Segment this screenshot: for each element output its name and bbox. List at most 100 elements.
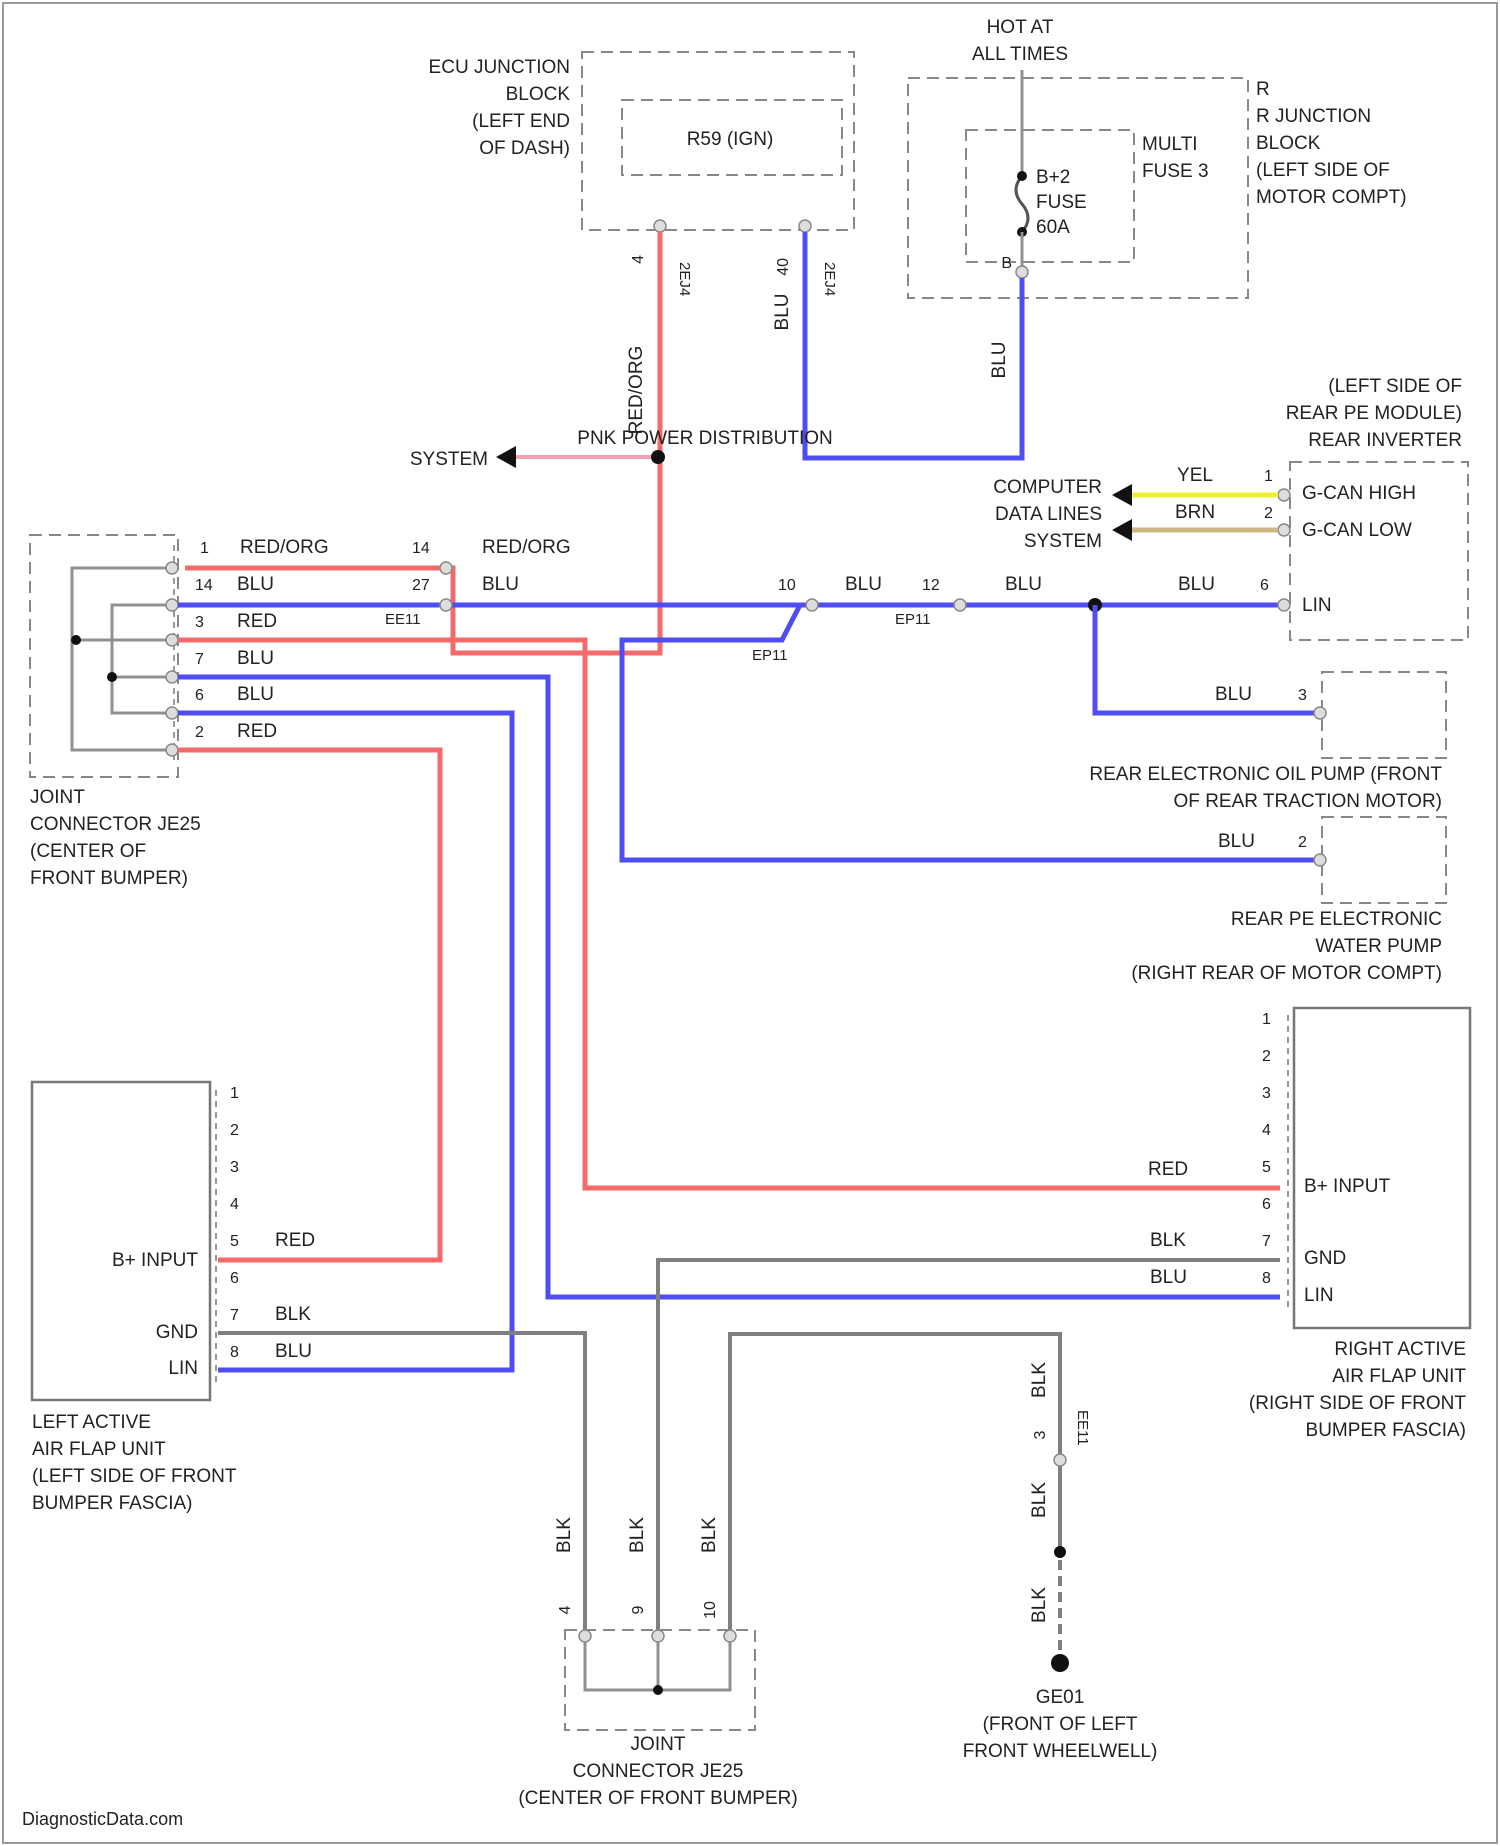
conn-pin-27: 27	[412, 577, 430, 594]
hot-label-1: HOT AT	[987, 17, 1054, 38]
wire-label-blk-jb2: BLK	[627, 1517, 648, 1553]
ecu-jb-label-3: (LEFT END	[472, 111, 570, 132]
wire-red-left-flap	[178, 750, 440, 1260]
rear-inverter-label-2: REAR PE MODULE)	[1286, 403, 1462, 424]
code-ee11b: EE11	[1074, 1410, 1091, 1446]
wire-label-blu-1: BLU	[237, 574, 274, 595]
computer-arrow-2	[1112, 519, 1132, 541]
rear-pe-water-pump: REAR PE ELECTRONIC WATER PUMP (RIGHT REA…	[1131, 817, 1446, 984]
r-jb-label-3: BLOCK	[1256, 133, 1321, 154]
wire-label-blu-oil: BLU	[1215, 684, 1252, 705]
wire-label-blu-3: BLU	[845, 574, 882, 595]
wire-label-brn: BRN	[1175, 502, 1215, 523]
computer-data-label-2: DATA LINES	[995, 504, 1102, 525]
wire-label-red-right: RED	[1148, 1159, 1188, 1180]
wire-label-blu-5: BLU	[1178, 574, 1215, 595]
oil-pump-label-1: REAR ELECTRONIC OIL PUMP (FRONT	[1089, 764, 1442, 785]
wire-label-yel: YEL	[1177, 465, 1213, 486]
pnk-distribution-label: PNK POWER DISTRIBUTION	[577, 428, 832, 449]
ground-pin-3: 3	[1032, 1430, 1049, 1439]
ecu-junction-block: ECU JUNCTION BLOCK (LEFT END OF DASH) R5…	[429, 52, 854, 296]
rf-pin-5: 5	[1262, 1159, 1271, 1176]
rear-inverter: (LEFT SIDE OF REAR PE MODULE) REAR INVER…	[1278, 376, 1468, 640]
multi-fuse-label-1: MULTI	[1142, 134, 1198, 155]
rf-pin-6: 6	[1262, 1196, 1271, 1213]
joint-bottom-label-2: CONNECTOR JE25	[573, 1761, 744, 1782]
right-flap-label-1: RIGHT ACTIVE	[1334, 1339, 1466, 1360]
wire-label-blu-2: BLU	[482, 574, 519, 595]
joint-pin-2: 2	[195, 724, 204, 741]
wire-blk-ground-a	[730, 1334, 1060, 1632]
wire-label-blk-g2: BLK	[1029, 1482, 1050, 1518]
oil-pump-label-2: OF REAR TRACTION MOTOR)	[1174, 791, 1442, 812]
rf-pin-4: 4	[1262, 1122, 1271, 1139]
lf-pin-5: 5	[230, 1233, 239, 1250]
r-jb-label-1: R	[1256, 79, 1270, 100]
inverter-lin-label: LIN	[1302, 595, 1332, 616]
wire-label-blk-left: BLK	[275, 1304, 311, 1325]
joint-pin-14: 14	[195, 577, 213, 594]
computer-arrow-1	[1112, 484, 1132, 506]
rf-pin-8: 8	[1262, 1270, 1271, 1287]
water-pin-2: 2	[1298, 834, 1307, 851]
r-junction-block: HOT AT ALL TIMES R R JUNCTION BLOCK (LEF…	[908, 17, 1407, 298]
fuse-label-1: B+2	[1036, 167, 1070, 188]
left-flap-label-4: BUMPER FASCIA)	[32, 1493, 192, 1514]
conn-pin-14: 14	[412, 540, 430, 557]
fuse-label-3: 60A	[1036, 217, 1070, 238]
r-jb-label-4: (LEFT SIDE OF	[1256, 160, 1390, 181]
wire-label-red-left: RED	[275, 1230, 315, 1251]
joint-top-label-4: FRONT BUMPER)	[30, 868, 188, 889]
ecu-jb-label-2: BLOCK	[506, 84, 571, 105]
joint-connector-top: JOINT CONNECTOR JE25 (CENTER OF FRONT BU…	[30, 535, 201, 889]
system-left-label: SYSTEM	[410, 449, 488, 470]
lf-pin-4: 4	[230, 1196, 239, 1213]
computer-data-label-3: SYSTEM	[1024, 531, 1102, 552]
rf-pin-2: 2	[1262, 1048, 1271, 1065]
wire-label-blu-fuse: BLU	[989, 342, 1010, 379]
code-ee11: EE11	[385, 611, 421, 628]
relay-label: R59 (IGN)	[687, 129, 774, 150]
lf-pin-3: 3	[230, 1159, 239, 1176]
computer-data-label-1: COMPUTER	[993, 477, 1102, 498]
wire-label-red-org-vert: RED/ORG	[626, 346, 647, 435]
jb-pin-9: 9	[630, 1605, 647, 1614]
left-flap-gnd: GND	[156, 1322, 198, 1343]
joint-pin-6: 6	[195, 687, 204, 704]
code-ep11b: EP11	[752, 647, 788, 664]
rf-pin-1: 1	[1262, 1011, 1271, 1028]
joint-top-label-1: JOINT	[30, 787, 85, 808]
wire-label-blk-g3: BLK	[1029, 1587, 1050, 1623]
wire-red-right-flap	[178, 640, 1280, 1188]
right-flap-lin: LIN	[1304, 1285, 1334, 1306]
wire-label-blu-left: BLU	[275, 1341, 312, 1362]
hot-label-2: ALL TIMES	[972, 44, 1068, 65]
ground-label-3: FRONT WHEELWELL)	[963, 1741, 1158, 1762]
wire-label-blk-right: BLK	[1150, 1230, 1186, 1251]
wire-label-blu-water: BLU	[1218, 831, 1255, 852]
wire-blu-water-pump	[622, 605, 1316, 860]
jb-pin-4: 4	[557, 1605, 574, 1614]
relay-pin-a: 4	[630, 255, 647, 264]
wire-label-blk-jb1: BLK	[554, 1517, 575, 1553]
r-jb-label-2: R JUNCTION	[1256, 106, 1371, 127]
left-flap-label-2: AIR FLAP UNIT	[32, 1439, 166, 1460]
jb-pin-10: 10	[702, 1601, 719, 1619]
rear-electronic-oil-pump: REAR ELECTRONIC OIL PUMP (FRONT OF REAR …	[1089, 672, 1446, 812]
code-ep11a: EP11	[895, 611, 931, 628]
joint-bottom-label-3: (CENTER OF FRONT BUMPER)	[518, 1788, 797, 1809]
relay-code-b: 2EJ4	[821, 262, 838, 296]
gcan-high-label: G-CAN HIGH	[1302, 483, 1416, 504]
inverter-pin-6: 6	[1260, 577, 1269, 594]
left-active-air-flap-unit: 1 2 3 4 5 6 7 8 B+ INPUT GND LIN LEFT AC…	[32, 1082, 239, 1514]
lf-pin-6: 6	[230, 1270, 239, 1287]
gcan-low-label: G-CAN LOW	[1302, 520, 1412, 541]
joint-bottom-label-1: JOINT	[631, 1734, 686, 1755]
wire-label-blu-4: BLU	[1005, 574, 1042, 595]
wire-label-red-1: RED	[237, 611, 277, 632]
water-pump-label-2: WATER PUMP	[1315, 936, 1442, 957]
left-flap-label-1: LEFT ACTIVE	[32, 1412, 151, 1433]
ecu-jb-label-4: OF DASH)	[479, 138, 570, 159]
wire-label-red-org-1: RED/ORG	[240, 537, 329, 558]
